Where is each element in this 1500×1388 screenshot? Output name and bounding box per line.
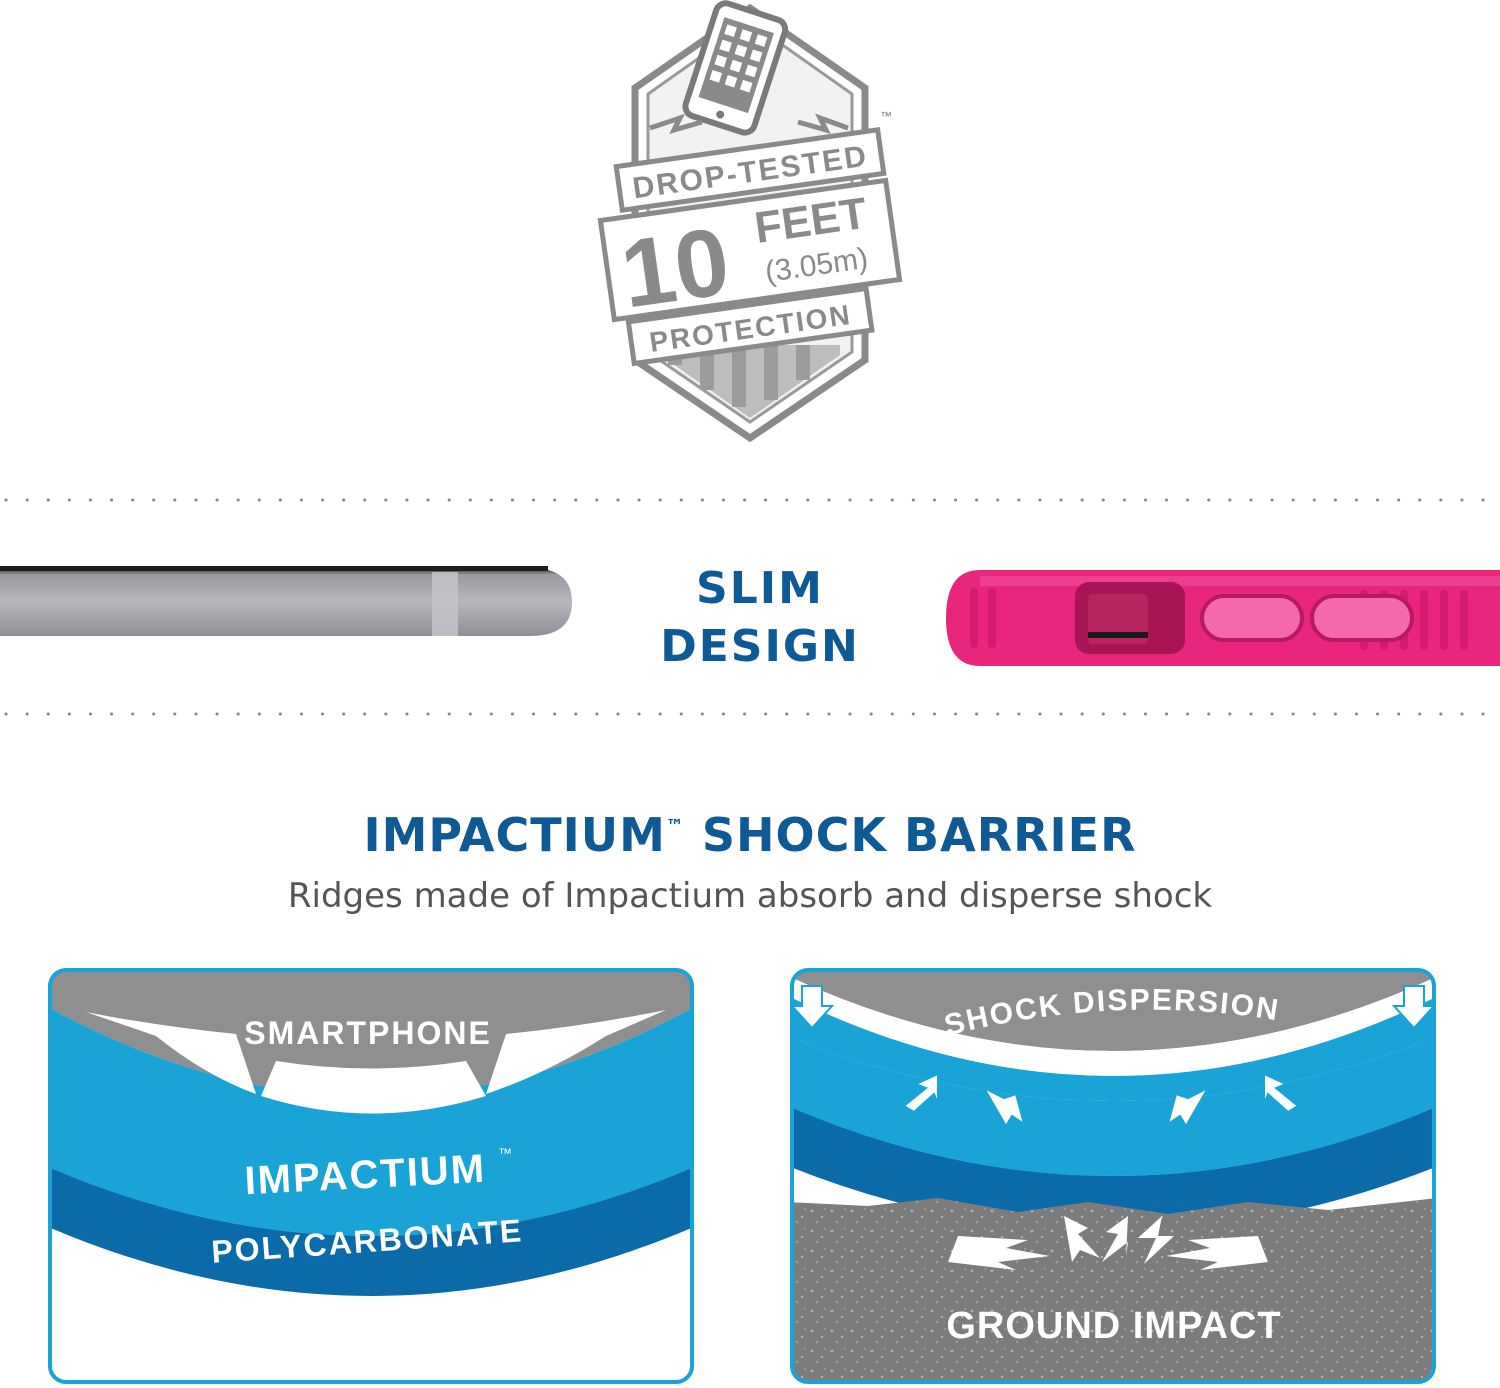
slim-line2: DESIGN <box>660 621 860 672</box>
phone-icon <box>682 0 789 136</box>
drop-tested-badge: DROP-TESTED 10 FEET (3.05m) PROTECTION ™ <box>597 0 903 443</box>
impact-lightning-right-icon <box>797 113 849 134</box>
panel-layers: SMARTPHONE IMPACTIUM ™ POLYCARBONATE <box>48 968 694 1384</box>
label-smartphone: SMARTPHONE <box>244 1015 492 1051</box>
slim-design-heading: SLIM DESIGN <box>620 560 900 676</box>
badge-trademark: ™ <box>880 109 892 123</box>
shock-barrier-subtitle: Ridges made of Impactium absorb and disp… <box>287 876 1213 916</box>
impact-lightning-left-icon <box>649 113 703 134</box>
label-impactium-tm: ™ <box>498 1145 512 1161</box>
slim-line1: SLIM <box>696 563 824 614</box>
dispersion-arrow-icons <box>789 985 1437 1128</box>
volume-down-button <box>1310 594 1414 642</box>
ground-impact-lightning-icons <box>948 1216 1268 1270</box>
panel-dispersion: SHOCK DISPERSION GROUND IMPACT <box>789 968 1437 1384</box>
shock-title-tm: ™ <box>665 816 685 837</box>
phone-edge-gray <box>0 566 572 636</box>
divider-top <box>4 498 1500 502</box>
case-edge-pink <box>946 570 1500 666</box>
shock-barrier-title: IMPACTIUM™ SHOCK BARRIER <box>0 808 1500 862</box>
volume-up-button <box>1200 594 1304 642</box>
label-ground-impact: GROUND IMPACT <box>946 1305 1281 1347</box>
shock-title-rest: SHOCK BARRIER <box>684 808 1137 862</box>
shock-title-main: IMPACTIUM <box>363 808 666 862</box>
divider-bottom <box>4 712 1500 716</box>
